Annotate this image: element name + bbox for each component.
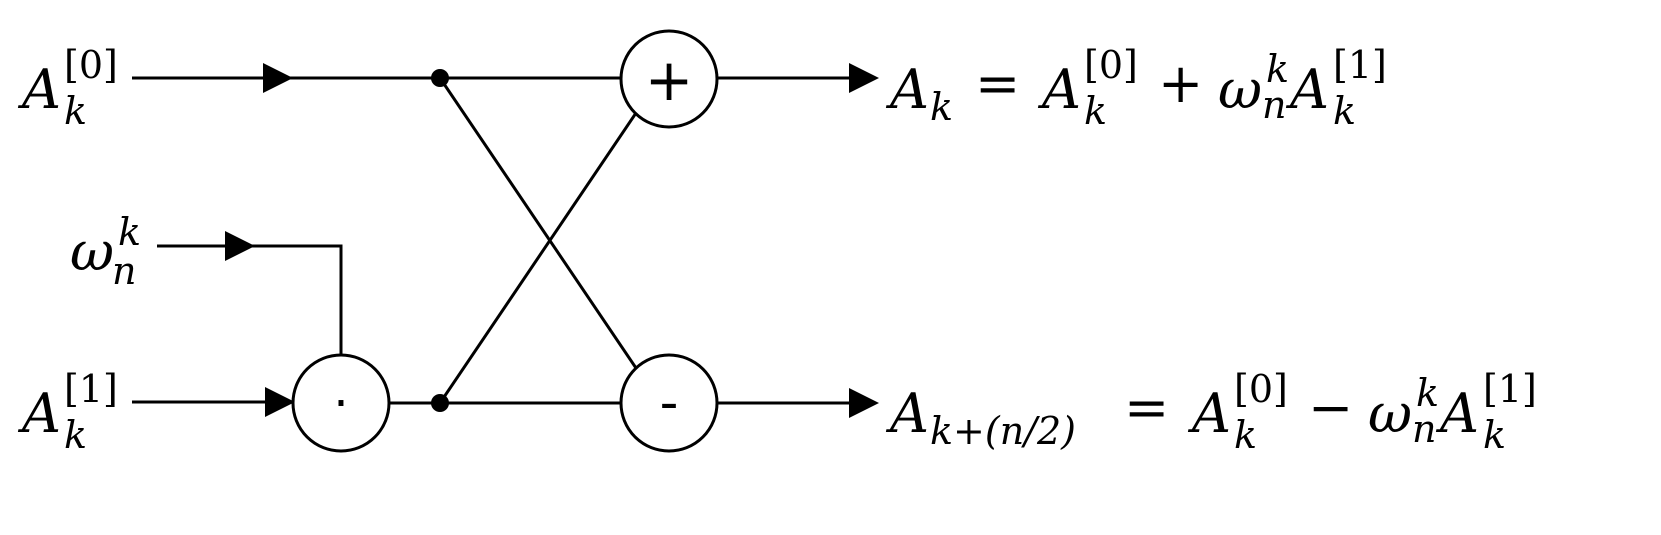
svg-text:−: − xyxy=(1308,376,1353,439)
svg-text:[1]: [1] xyxy=(1483,367,1537,411)
svg-text:A: A xyxy=(1285,58,1329,121)
add-node: + xyxy=(619,29,719,129)
svg-text:n: n xyxy=(1412,407,1436,451)
input-omega-label: ω k n xyxy=(70,210,141,293)
input-a1-label: A [1] k xyxy=(17,367,118,457)
svg-text:=: = xyxy=(975,52,1020,115)
svg-text:A: A xyxy=(885,58,929,121)
svg-text:-: - xyxy=(660,373,679,433)
svg-text:k: k xyxy=(64,89,87,133)
svg-text:k: k xyxy=(1234,413,1257,457)
svg-text:A: A xyxy=(885,382,929,445)
svg-text:k: k xyxy=(1416,371,1439,415)
omega-wire xyxy=(157,231,343,354)
svg-text:ω: ω xyxy=(70,220,114,283)
cross-wire-bottom-to-add xyxy=(438,112,638,404)
subtract-node: - xyxy=(619,353,719,453)
svg-text:A: A xyxy=(1187,382,1231,445)
svg-text:[1]: [1] xyxy=(1333,43,1387,87)
bottom-output-equation: A k+(n/2) = A [0] k − ω k n A [1] k xyxy=(885,367,1537,457)
svg-text:A: A xyxy=(1037,58,1081,121)
input-a0-label: A [0] k xyxy=(17,43,118,133)
svg-text:[0]: [0] xyxy=(64,43,118,87)
svg-text:k: k xyxy=(118,210,141,254)
svg-text:[0]: [0] xyxy=(1234,367,1288,411)
svg-text:·: · xyxy=(333,376,348,432)
svg-text:[1]: [1] xyxy=(64,367,118,411)
svg-text:k: k xyxy=(1483,413,1506,457)
svg-text:A: A xyxy=(17,58,61,121)
svg-text:k: k xyxy=(1266,47,1289,91)
svg-text:+: + xyxy=(645,46,694,114)
svg-text:k: k xyxy=(64,413,87,457)
svg-text:k: k xyxy=(1084,89,1107,133)
svg-text:[0]: [0] xyxy=(1084,43,1138,87)
svg-text:ω: ω xyxy=(1218,58,1262,121)
svg-text:ω: ω xyxy=(1368,382,1412,445)
svg-text:=: = xyxy=(1124,376,1169,439)
top-output-equation: A k = A [0] k + ω k n A [1] k xyxy=(885,43,1387,133)
svg-text:A: A xyxy=(1435,382,1479,445)
svg-text:A: A xyxy=(17,382,61,445)
svg-text:k: k xyxy=(1333,89,1356,133)
svg-text:+: + xyxy=(1158,52,1203,115)
svg-text:k+(n/2): k+(n/2) xyxy=(930,409,1076,453)
cross-wire-top-to-sub xyxy=(438,77,638,369)
svg-text:n: n xyxy=(1262,83,1286,127)
multiply-node: · xyxy=(291,353,391,453)
svg-text:n: n xyxy=(112,249,136,293)
svg-text:k: k xyxy=(930,85,953,129)
